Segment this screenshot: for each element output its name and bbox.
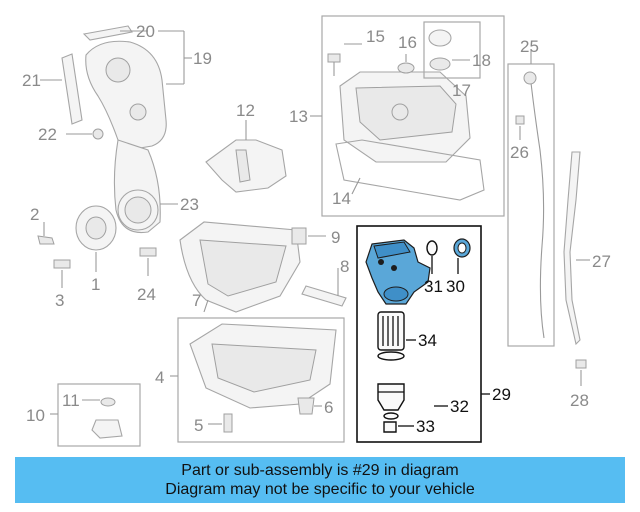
callout-17: 17 (452, 81, 471, 100)
baffle-group: 12 7 24 (137, 101, 301, 313)
oil-cap (428, 29, 452, 47)
grommet-16 (397, 62, 415, 74)
callout-30: 30 (446, 277, 465, 296)
callout-28: 28 (570, 391, 589, 410)
banner-line-2: Diagram may not be specific to your vehi… (165, 481, 475, 498)
callout-33: 33 (416, 417, 435, 436)
sensor-group: 9 8 (291, 227, 349, 307)
callout-10: 10 (26, 406, 45, 425)
filter-element-34 (377, 311, 405, 351)
dipstick-handle (523, 71, 537, 85)
callout-31: 31 (424, 277, 443, 296)
callout-27: 27 (592, 252, 611, 271)
seal-26 (515, 115, 525, 125)
o-ring-11 (100, 397, 116, 407)
oil-filter-assembly-29: 31 30 34 32 33 29 (356, 225, 511, 443)
drain-valve-33 (383, 421, 397, 433)
pulley-group: 2 1 3 23 (30, 139, 199, 310)
sensor-9 (291, 227, 307, 245)
callout-15: 15 (366, 27, 385, 46)
cap-seal (383, 412, 399, 420)
callout-16: 16 (398, 33, 417, 52)
bolt-2 (37, 235, 55, 245)
callout-1: 1 (91, 275, 100, 294)
bolt-22 (92, 128, 104, 140)
cover-bore (129, 103, 147, 121)
clip-6 (297, 397, 315, 415)
dipstick-tube (563, 151, 581, 346)
bolt-15 (327, 53, 341, 63)
cover-boss (391, 103, 409, 121)
callout-14: 14 (332, 189, 351, 208)
cover-gasket (335, 139, 485, 201)
callout-21: 21 (22, 71, 41, 90)
banner-line-1: Part or sub-assembly is #29 in diagram (181, 462, 459, 479)
seal-inner (124, 196, 152, 224)
callout-11: 11 (62, 391, 80, 410)
baffle-rib (235, 149, 251, 183)
callout-12: 12 (236, 101, 255, 120)
level-sensor (91, 419, 123, 439)
callout-34: 34 (418, 331, 437, 350)
sensor-box-group: 11 10 (26, 383, 141, 447)
assembly-29-box (356, 225, 482, 443)
dipstick-box (507, 63, 555, 347)
timing-cover-group: 20 19 21 22 (22, 22, 212, 151)
callout-13: 13 (289, 107, 308, 126)
seal-30-inner (457, 242, 467, 254)
dipstick-group: 25 26 27 28 (507, 37, 611, 410)
lower-pan-box (177, 317, 345, 443)
drain-plug-5 (223, 413, 233, 433)
crank-pulley-hub (85, 216, 107, 240)
housing-port (378, 259, 384, 265)
housing-port (391, 265, 397, 271)
bolt-3 (53, 259, 71, 269)
cap-box-17 (423, 21, 481, 79)
callout-6: 6 (324, 398, 333, 417)
callout-7: 7 (192, 291, 201, 310)
info-banner: Part or sub-assembly is #29 in diagram D… (15, 457, 625, 503)
filter-cap-32 (377, 383, 405, 411)
bolt-24 (139, 247, 157, 257)
callout-5: 5 (194, 416, 203, 435)
callout-19: 19 (193, 49, 212, 68)
gasket-8 (301, 285, 347, 307)
callout-3: 3 (55, 291, 64, 310)
callout-4: 4 (155, 368, 164, 387)
valve-cover-group: 15 16 18 17 13 14 (289, 15, 505, 217)
bolt-28 (575, 359, 587, 369)
callout-23: 23 (180, 195, 199, 214)
cover-bore (105, 57, 131, 83)
cap-seal-18 (429, 57, 451, 71)
filter-o-ring (377, 351, 405, 361)
cover-strip (82, 25, 133, 41)
dipstick (529, 73, 545, 339)
callout-18: 18 (472, 51, 491, 70)
callout-29: 29 (492, 385, 511, 404)
callout-32: 32 (450, 397, 469, 416)
pan-inner (199, 239, 287, 297)
filter-housing-top (373, 241, 411, 259)
callout-22: 22 (38, 125, 57, 144)
o-ring-31 (426, 240, 438, 256)
callout-26: 26 (510, 143, 529, 162)
callout-25: 25 (520, 37, 539, 56)
sensor-box (57, 383, 141, 447)
housing-neck (383, 286, 409, 302)
callout-9: 9 (331, 228, 340, 247)
lower-pan-inner (211, 343, 317, 393)
callout-24: 24 (137, 285, 156, 304)
callout-8: 8 (340, 257, 349, 276)
lower-pan-group: 4 5 6 (155, 317, 345, 443)
callout-2: 2 (30, 205, 39, 224)
side-seal (61, 53, 83, 125)
callout-20: 20 (136, 22, 155, 41)
